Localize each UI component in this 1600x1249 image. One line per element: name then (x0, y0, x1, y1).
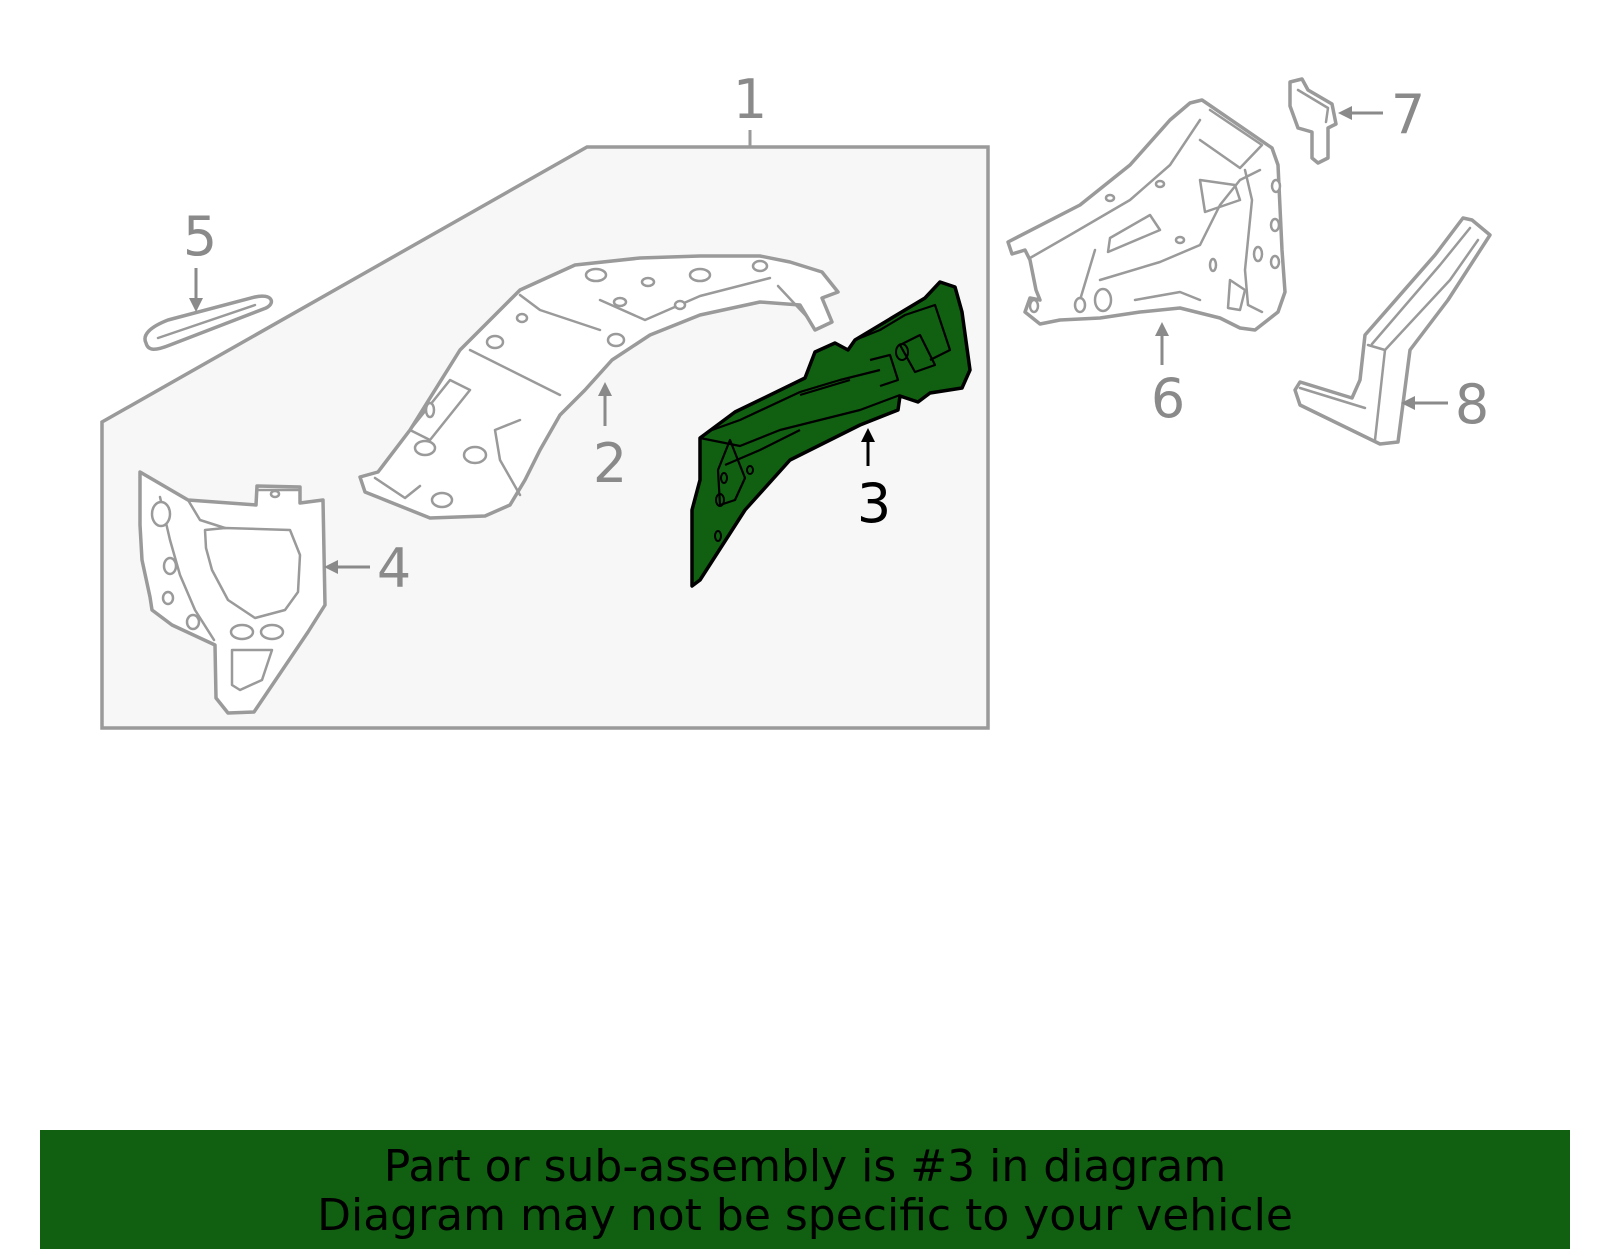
callout-3-arrowhead (861, 428, 875, 442)
callout-2-arrowhead (598, 382, 612, 396)
banner-line-part: Part or sub-assembly is #3 in diagram (383, 1141, 1227, 1192)
part-7[interactable] (1288, 77, 1338, 165)
part-2[interactable] (358, 254, 840, 520)
banner-background (40, 1130, 1570, 1249)
callout-2: 2 (593, 432, 627, 495)
callout-5-arrowhead (189, 298, 203, 312)
callout-7-arrowhead (1338, 106, 1352, 120)
part-8[interactable] (1293, 216, 1492, 446)
info-banner: Part or sub-assembly is #3 in diagram Di… (40, 1135, 1570, 1249)
callout-6-arrowhead (1155, 322, 1169, 336)
callout-4-arrowhead (324, 560, 338, 574)
part-6[interactable] (1006, 98, 1287, 332)
callout-4: 4 (377, 537, 411, 600)
callout-5: 5 (183, 205, 217, 268)
callout-1: 1 (733, 68, 767, 131)
callout-7: 7 (1391, 83, 1425, 146)
part-5[interactable] (143, 294, 274, 351)
callout-3: 3 (857, 472, 891, 535)
callout-8-arrowhead (1401, 396, 1415, 410)
part-3[interactable] (690, 280, 972, 588)
callout-8: 8 (1455, 373, 1489, 436)
banner-line-disclaimer: Diagram may not be specific to your vehi… (317, 1190, 1293, 1241)
part-4[interactable] (138, 470, 327, 715)
callout-6: 6 (1151, 367, 1185, 430)
